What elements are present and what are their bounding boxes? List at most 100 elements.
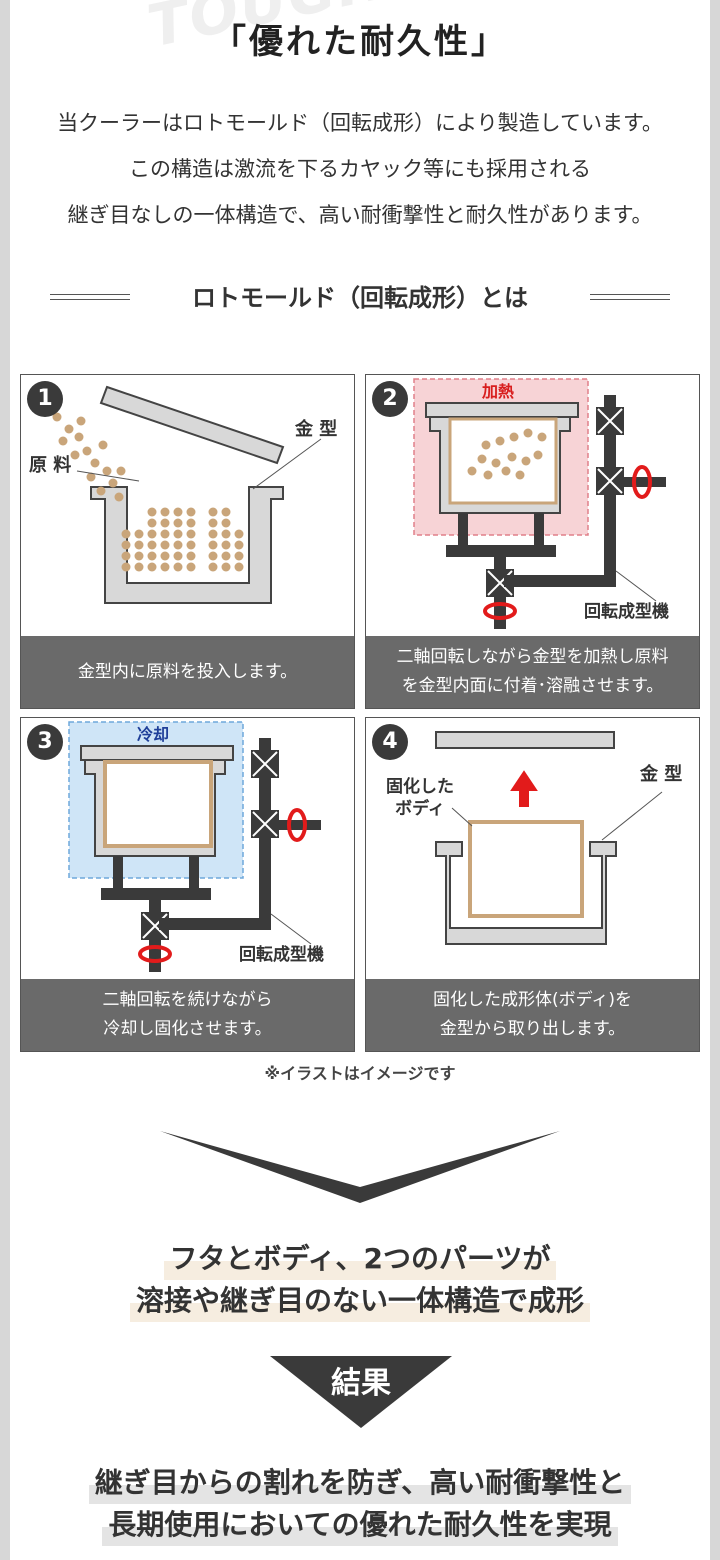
material-bead: [147, 529, 157, 539]
body-label: 固化した ボディ: [386, 777, 454, 819]
material-bead: [121, 529, 131, 539]
material-bead: [521, 456, 531, 466]
material-bead: [52, 412, 62, 422]
rotation-arrow-icon: [287, 808, 307, 842]
material-bead: [98, 440, 108, 450]
down-chevron-icon: [160, 1131, 560, 1203]
material-bead: [467, 466, 477, 476]
material-bead: [160, 540, 170, 550]
material-beads: [52, 412, 244, 572]
material-bead: [221, 529, 231, 539]
material-bead: [64, 424, 74, 434]
rotation-arrow-icon: [483, 602, 517, 620]
rotation-arrow-icon: [632, 465, 652, 499]
material-bead: [477, 454, 487, 464]
result-label: 結果: [331, 1366, 391, 1401]
step-caption: 固化した成形体(ボディ)を 金型から取り出します。: [366, 979, 699, 1051]
machine-arm: [159, 918, 271, 930]
left-border: [0, 0, 10, 1560]
material-bead: [160, 551, 170, 561]
material-bead: [483, 470, 493, 480]
material-bead: [173, 562, 183, 572]
material-bead: [186, 540, 196, 550]
material-bead: [533, 450, 543, 460]
cool-label: 冷却: [137, 725, 170, 744]
material-bead: [481, 440, 491, 450]
material-bead: [173, 507, 183, 517]
material-bead: [537, 432, 547, 442]
joint-cross: [597, 408, 623, 434]
material-bead: [82, 446, 92, 456]
material-bead: [121, 551, 131, 561]
material-bead: [147, 562, 157, 572]
material-bead: [102, 466, 112, 476]
intro-line: 当クーラーはロトモールド（回転成形）により製造しています。: [57, 111, 663, 135]
rotation-arrow-icon: [138, 945, 172, 963]
final-line: 継ぎ目からの割れを防ぎ、高い耐衝撃性と: [88, 1462, 632, 1504]
material-bead: [523, 428, 533, 438]
material-bead: [501, 466, 511, 476]
material-bead: [186, 518, 196, 528]
final-line: 長期使用においての優れた耐久性を実現: [102, 1504, 618, 1546]
material-bead: [515, 470, 525, 480]
drive-shaft: [277, 820, 321, 830]
machine-leader: [615, 570, 657, 602]
material-bead: [208, 551, 218, 561]
final-text: 継ぎ目からの割れを防ぎ、高い耐衝撃性と 長期使用においての優れた耐久性を実現: [0, 1462, 720, 1546]
step-1-illustration: [52, 385, 322, 604]
frame-bar: [446, 545, 556, 557]
step-4-illustration: [435, 731, 663, 945]
intro-line: この構造は激流を下るカヤック等にも採用される: [129, 157, 591, 181]
result-arrow-icon: [270, 1356, 452, 1428]
material-bead: [147, 540, 157, 550]
material-bead: [186, 507, 196, 517]
material-bead: [507, 452, 517, 462]
mold-lid: [435, 731, 615, 749]
step-number-badge: 2: [372, 381, 408, 417]
material-bead: [173, 518, 183, 528]
body-leader: [451, 807, 473, 827]
material-bead: [147, 507, 157, 517]
mold-leader: [252, 438, 322, 490]
material-bead: [186, 562, 196, 572]
material-bead: [147, 551, 157, 561]
section-heading-text: ロトモールド（回転成形）とは: [192, 284, 528, 312]
step-2-illustration: [413, 378, 666, 629]
mold-label: 金 型: [295, 419, 338, 440]
solidified-body: [103, 760, 213, 848]
step-panel-3: 3 冷却 回転成型機 二軸回転を続けながら 冷却し固化させます。: [20, 717, 355, 1052]
frame-leg: [458, 513, 468, 547]
material-bead: [134, 551, 144, 561]
material-coating: [448, 417, 558, 505]
step-number-badge: 3: [27, 724, 63, 760]
heading-rule-right: [590, 294, 670, 300]
material-bead: [173, 540, 183, 550]
lead-line: フタとボディ、2つのパーツが: [163, 1238, 557, 1280]
material-bead: [221, 518, 231, 528]
material-bead: [221, 507, 231, 517]
step-caption: 二軸回転しながら金型を加熱し原料 を金型内面に付着･溶融させます。: [366, 636, 699, 708]
material-bead: [147, 518, 157, 528]
joint-cross: [597, 468, 623, 494]
material-bead: [186, 551, 196, 561]
material-bead: [160, 518, 170, 528]
mold-lid: [425, 402, 579, 418]
material-bead: [221, 540, 231, 550]
material-bead: [234, 540, 244, 550]
material-bead: [221, 551, 231, 561]
material-bead: [234, 529, 244, 539]
mold-body: [435, 841, 617, 945]
material-bead: [509, 432, 519, 442]
material-bead: [121, 562, 131, 572]
material-leader: [76, 470, 140, 482]
lead-text: フタとボディ、2つのパーツが 溶接や継ぎ目のない一体構造で成形: [0, 1238, 720, 1322]
step-panel-4: 4 固化した ボディ 金 型 固化した成形体(ボディ)を 金型から取り出します。: [365, 717, 700, 1052]
step-3-illustration: [68, 721, 321, 972]
material-bead: [96, 486, 106, 496]
material-bead: [160, 507, 170, 517]
material-bead: [208, 507, 218, 517]
material-bead: [108, 478, 118, 488]
step-caption: 二軸回転を続けながら 冷却し固化させます。: [21, 979, 354, 1051]
mold-lid: [99, 385, 285, 465]
joint-cross: [252, 751, 278, 777]
